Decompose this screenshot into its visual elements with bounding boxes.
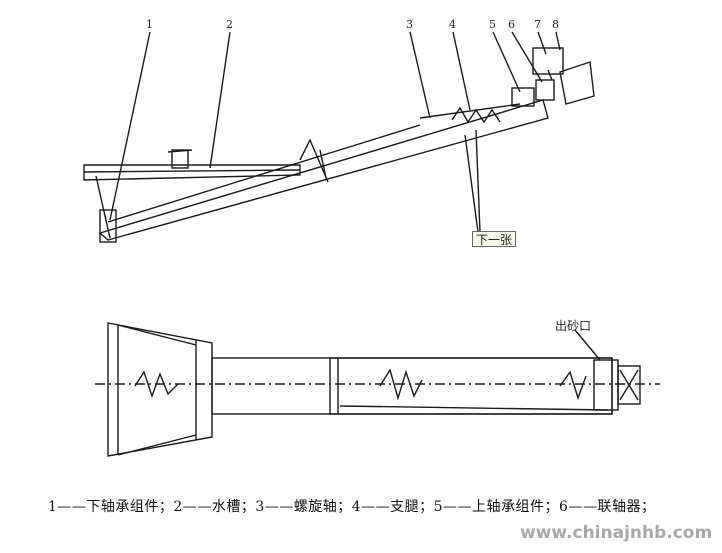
- sand-outlet-label: 出砂口: [555, 319, 592, 333]
- upper-bearing-assembly: [511, 87, 535, 107]
- plan-view: [95, 322, 660, 457]
- next-image-tooltip[interactable]: 下一张: [472, 231, 516, 247]
- side-elevation: [83, 31, 595, 243]
- lower-bearing-assembly: [99, 209, 117, 243]
- trough-screw: [379, 368, 423, 401]
- hopper-screw: [134, 370, 179, 399]
- callout-8: 8: [552, 18, 559, 31]
- callout-6: 6: [508, 18, 515, 31]
- callout-1: 1: [146, 18, 153, 31]
- hopper: [107, 322, 213, 457]
- sand-outlet: [593, 359, 619, 411]
- callout-4: 4: [449, 18, 456, 31]
- callout-2: 2: [226, 18, 233, 31]
- watermark: www.chinajnhb.com: [520, 523, 713, 543]
- trough: [211, 357, 613, 415]
- callout-3: 3: [406, 18, 413, 31]
- coupling: [535, 79, 555, 101]
- callout-5: 5: [489, 18, 496, 31]
- supporting-leg: [464, 129, 481, 233]
- parts-legend: 1——下轴承组件；2——水槽；3——螺旋轴；4——支腿；5——上轴承组件；6——…: [48, 499, 656, 515]
- motor-plan: [617, 365, 641, 405]
- callout-numbers: 1 2 3 4 5 6 7 8: [146, 18, 559, 31]
- water-tank: [83, 164, 301, 181]
- drive-motor: [532, 47, 564, 75]
- callout-7: 7: [534, 18, 541, 31]
